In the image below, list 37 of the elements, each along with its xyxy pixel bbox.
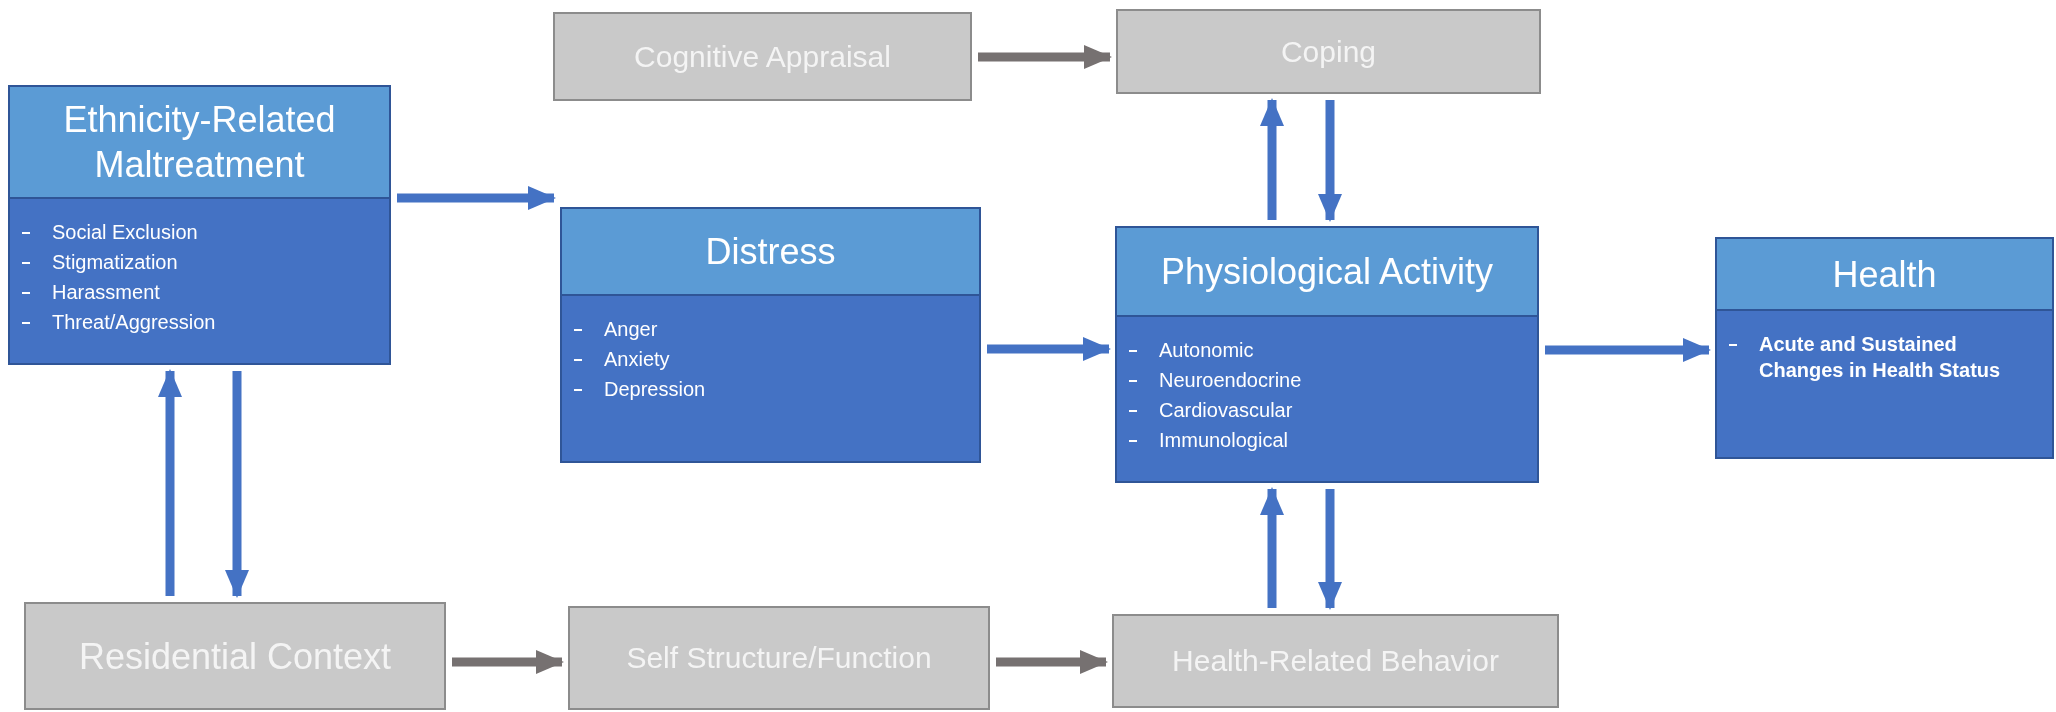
concept-card	[8, 85, 391, 365]
arrow	[397, 186, 556, 210]
arrow	[1318, 489, 1342, 610]
list-item: Cardiovascular	[1159, 398, 1293, 423]
list-item: Social Exclusion	[52, 220, 198, 245]
process-box	[1112, 614, 1559, 708]
arrow	[987, 337, 1111, 361]
list-item: Anger	[604, 317, 658, 342]
list-item: Harassment	[52, 280, 160, 305]
list-item: Depression	[604, 377, 706, 402]
card-title: Physiological Activity	[1159, 250, 1495, 294]
list-item: Autonomic	[1159, 338, 1254, 363]
concept-card	[1115, 226, 1539, 483]
arrow	[225, 371, 249, 598]
arrow	[1260, 487, 1284, 608]
list-item: Stigmatization	[52, 250, 178, 275]
list-item: Immunological	[1159, 428, 1288, 453]
arrow	[1318, 100, 1342, 222]
card-title: Ethnicity-Related Maltreatment	[62, 98, 337, 187]
concept-card	[1715, 237, 2054, 459]
arrow	[452, 650, 564, 674]
list-item: Anxiety	[604, 347, 670, 372]
arrow	[1260, 98, 1284, 220]
process-box	[568, 606, 990, 710]
process-box	[24, 602, 446, 710]
process-box	[553, 12, 972, 101]
arrow	[996, 650, 1108, 674]
concept-card	[560, 207, 981, 463]
card-title: Distress	[704, 230, 837, 274]
arrow	[978, 45, 1112, 69]
card-title: Health	[1831, 252, 1938, 297]
arrow	[1545, 338, 1711, 362]
process-box	[1116, 9, 1541, 94]
arrow	[158, 369, 182, 596]
list-item: Neuroendocrine	[1159, 368, 1302, 393]
list-item: Acute and Sustained Changes in Health Status	[1759, 332, 2002, 383]
list-item: Threat/Aggression	[52, 310, 216, 335]
